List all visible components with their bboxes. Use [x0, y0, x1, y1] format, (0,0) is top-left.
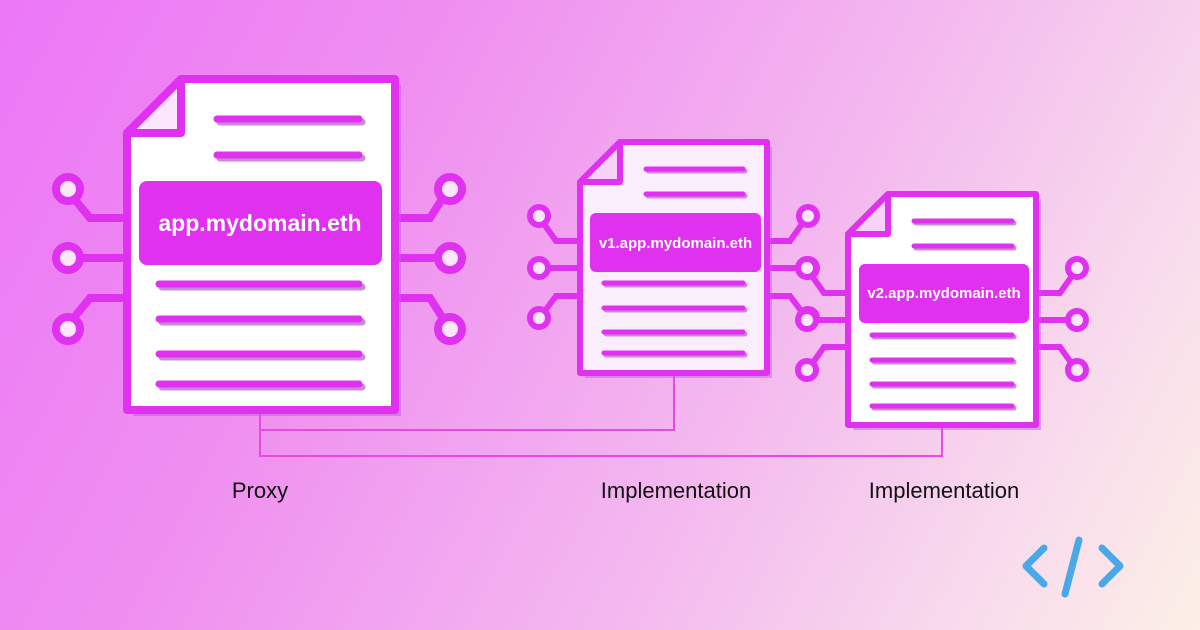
v1-circuit-left	[527, 204, 581, 330]
v2-circuit-right	[1036, 256, 1089, 382]
v1-domain-box	[590, 213, 761, 272]
proxy-caption: Proxy	[231, 478, 289, 503]
connector-proxy-v1	[259, 372, 675, 431]
proxy-domain-box	[139, 181, 382, 265]
v1-domain-label: v1.app.mydomain.eth	[599, 235, 752, 252]
connector-proxy-v2	[259, 424, 943, 457]
v1-page-fold	[577, 139, 623, 185]
v2-domain-label: v2.app.mydomain.eth	[867, 285, 1020, 302]
v2-text-lines	[869, 218, 1017, 411]
proxy-domain-label: app.mydomain.eth	[158, 210, 361, 236]
proxy-document: app.mydomain.eth	[52, 75, 466, 416]
proxy-circuit-left	[52, 173, 127, 345]
v2-domain-box	[859, 264, 1029, 323]
v1-document: v1.app.mydomain.eth	[527, 139, 820, 378]
v2-document: v2.app.mydomain.eth	[795, 191, 1089, 430]
v2-page-fold	[845, 191, 891, 237]
v1-caption: Implementation	[600, 478, 752, 503]
connector-lines	[259, 372, 943, 457]
proxy-text-lines	[155, 115, 366, 391]
proxy-circuit-right	[393, 173, 466, 345]
v1-text-lines	[601, 166, 748, 358]
v2-caption: Implementation	[868, 478, 1020, 503]
code-brackets-icon	[1022, 536, 1124, 598]
proxy-page-fold	[123, 75, 185, 137]
v2-circuit-left	[795, 256, 849, 382]
